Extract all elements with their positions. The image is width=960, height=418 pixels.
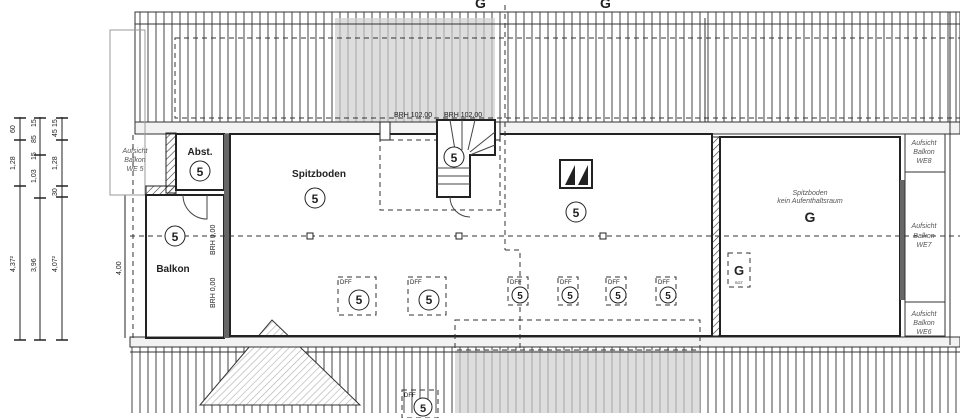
top-mark-2: G [600,0,611,11]
zone: 5 [615,291,621,302]
zone-stair: 5 [451,151,458,165]
dff-label: DFF [410,280,422,286]
dim: 4,07² [52,255,59,272]
zone-circle [348,289,370,311]
dim: 1,28 [10,156,17,170]
zone: 5 [517,291,523,302]
zone: 5 [172,230,179,244]
label-aufsicht-we7: Aufsicht Balkon WE7 [911,223,938,249]
top-mark-1: G [475,0,486,11]
dff-label: DFF [340,280,352,286]
zone-circle [511,286,529,304]
dff-window [557,276,579,306]
dim: 1,03 [31,169,38,183]
dff-label: DFF [658,280,670,286]
label-aufsicht-we5: Aufsicht Balkon WE 5 [122,148,149,173]
brh-label: BRH 0,00 [210,225,217,255]
brh-label: BRH 102,00 [394,112,432,119]
zone: 5 [356,293,363,307]
zone: 5 [665,291,671,302]
room-right-line1: Spitzboden [792,190,827,197]
dff-window [655,276,677,306]
brh-label: BRH 0,00 [210,278,217,308]
zone: 5 [567,291,573,302]
text: Balkon [913,149,935,156]
label-aufsicht-we6: Aufsicht Balkon WE6 [911,311,938,336]
dff-window [337,276,377,316]
text: Balkon [913,320,935,327]
zone-circle [561,286,579,304]
dff-label: DFF [560,280,572,286]
text: WE6 [916,329,931,336]
zone: 5 [426,293,433,307]
text: Aufsicht [911,311,938,318]
dim: 85 [31,135,38,143]
zone-circle [418,289,440,311]
dim: 45 [52,129,59,137]
text: WE 5 [126,166,143,173]
dff-label: DFF [404,393,416,399]
roof-bottom [130,319,960,413]
text: Balkon [124,157,146,164]
dff-label: DFF [608,280,620,286]
zone: 5 [197,165,204,179]
text: WE7 [916,242,932,249]
text: Aufsicht [122,148,149,155]
dff-window [507,276,529,306]
room-right-line2: kein Aufenthaltsraum [777,198,843,205]
zone: 5 [573,206,580,220]
dim: 30 [52,188,59,196]
roof-top: G G [134,0,960,123]
dim-balkon: 4,00 [116,261,123,275]
dff-label: DFF [510,280,522,286]
zone-g: G [805,209,816,225]
text: Aufsicht [911,140,938,147]
label-aufsicht-we8: Aufsicht Balkon WE8 [911,140,938,165]
zone-circle [609,286,627,304]
zone: 5 [312,192,319,206]
room-spitzboden: Spitzboden [292,169,346,180]
dim: 15 [31,152,38,160]
dim: 1,28 [52,156,59,170]
roof-windows: DFF 5 DFF 5 DFF 5 DFF 5 DFF 5 DFF 5 [337,276,677,316]
dim: 4,37² [10,255,17,272]
zone: 5 [420,403,426,415]
brh-label: BRH 102,00 [444,112,482,119]
zone-g-sub: SGT [735,280,744,285]
text: Aufsicht [911,223,938,230]
zone-circle [659,286,677,304]
dim: 60 [10,125,17,133]
dimension-labels: 60 1,28 4,37² 15 85 15 1,03 3,96 15 45 1… [10,119,126,338]
dff-window [407,276,447,316]
text: WE8 [916,158,931,165]
dimension-lines [14,117,68,341]
dim: 3,96 [31,258,38,272]
dim: 15 [52,119,59,127]
text: Balkon [913,233,935,240]
room-balkon: Balkon [156,264,189,275]
zone-g-small: G [734,263,744,278]
dim: 15 [31,119,38,127]
dff-window [605,276,627,306]
room-abst: Abst. [188,147,213,158]
staircase: BRH 102,00 BRH 102,00 5 [379,112,501,218]
